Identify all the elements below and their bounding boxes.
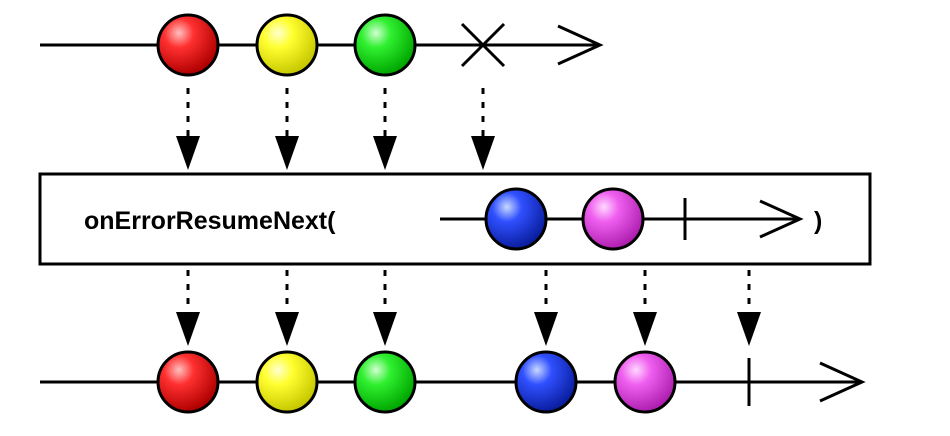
dotted-down-arrow-icon [633, 270, 657, 346]
dotted-down-arrow-icon [534, 270, 558, 346]
arrow-head-icon [819, 361, 866, 403]
dotted-down-arrow-icon [176, 88, 200, 170]
resume-stream [440, 187, 804, 251]
source-stream [40, 13, 604, 77]
output-stream [40, 350, 866, 414]
arrow-head-icon [557, 24, 604, 66]
output-dotted-arrows [176, 270, 761, 346]
marble-magenta [581, 187, 645, 251]
error-x-icon [460, 22, 506, 68]
marble-green [353, 350, 417, 414]
marble-red [156, 13, 220, 77]
marble-blue [514, 350, 578, 414]
dotted-down-arrow-icon [373, 270, 397, 346]
dotted-down-arrow-icon [275, 270, 299, 346]
operator-label: onErrorResumeNext( [84, 207, 336, 235]
marble-red [156, 350, 220, 414]
marble-green [353, 13, 417, 77]
input-dotted-arrows [176, 88, 495, 170]
dotted-down-arrow-icon [373, 88, 397, 170]
operator-box: onErrorResumeNext( ) [38, 172, 872, 266]
dotted-down-arrow-icon [176, 270, 200, 346]
marble-yellow [255, 350, 319, 414]
dotted-down-arrow-icon [275, 88, 299, 170]
marble-yellow [255, 13, 319, 77]
dotted-down-arrow-icon [471, 88, 495, 170]
arrow-head-icon [759, 199, 804, 239]
marble-blue [484, 187, 548, 251]
dotted-down-arrow-icon [737, 270, 761, 346]
marble-magenta [613, 350, 677, 414]
operator-close-paren: ) [814, 207, 822, 235]
